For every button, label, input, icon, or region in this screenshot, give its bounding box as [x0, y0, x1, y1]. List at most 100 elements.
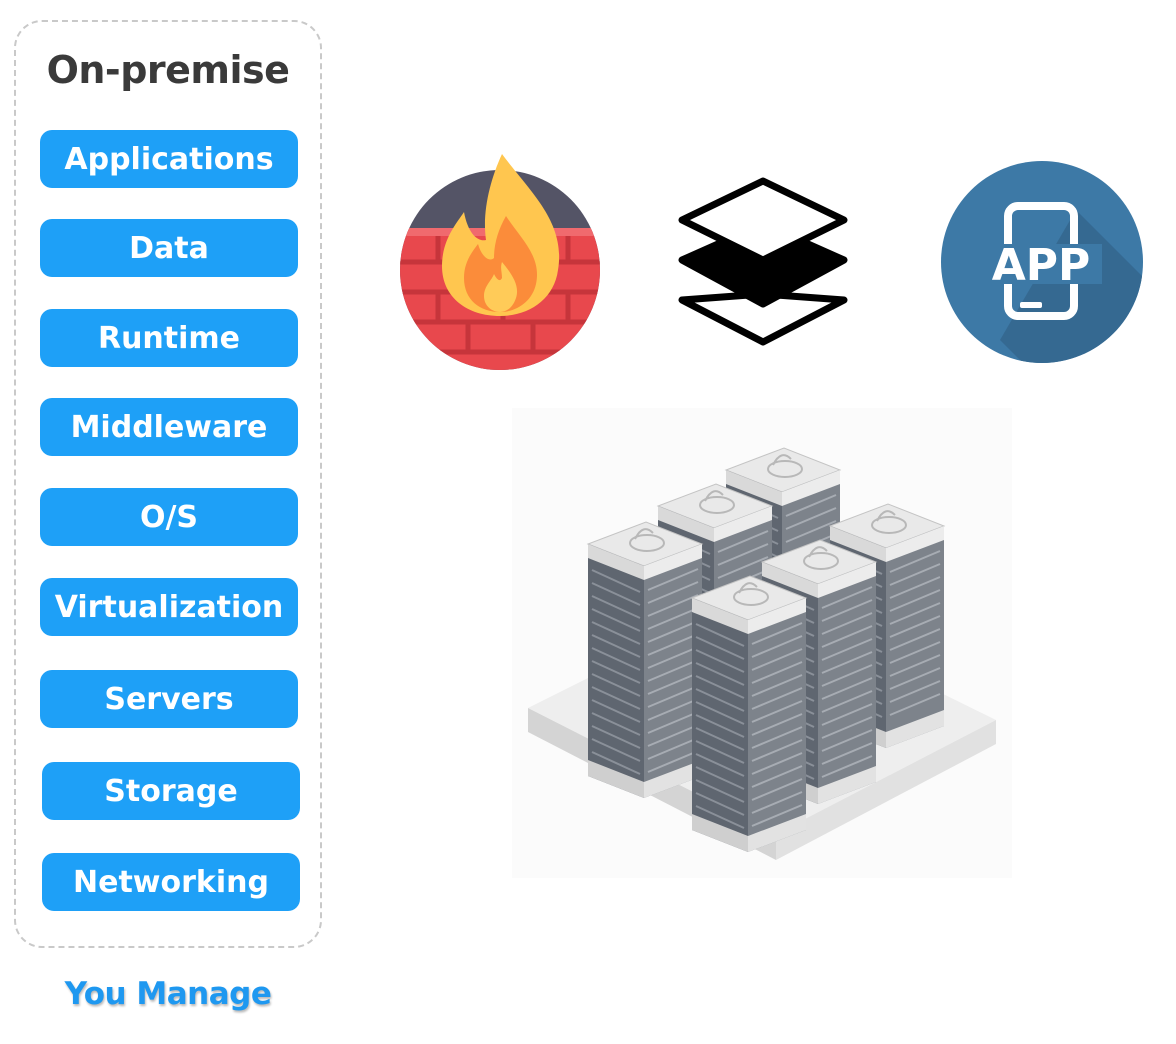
- rack-base: [644, 760, 702, 798]
- rack-base: [818, 766, 876, 804]
- rack-slot: [591, 686, 641, 710]
- on-premise-panel: [14, 20, 322, 948]
- rack-slot: [695, 779, 745, 803]
- rack-slot: [647, 607, 699, 630]
- rack-slot: [751, 752, 803, 775]
- app-icon-text: APP: [992, 240, 1091, 291]
- rack-slot: [695, 649, 745, 673]
- rack-slot: [889, 602, 941, 625]
- lock-icon: [803, 552, 839, 570]
- firewall-icon: [398, 152, 602, 376]
- rack-slot: [695, 792, 745, 816]
- rack-slot: [889, 693, 941, 716]
- rack-slot: [821, 651, 873, 674]
- rack-base: [886, 710, 944, 748]
- rack-slot: [647, 568, 699, 591]
- rack-slot: [751, 700, 803, 723]
- rack-slot: [647, 672, 699, 695]
- rack-slot: [695, 727, 745, 751]
- rack-slot: [889, 641, 941, 664]
- rack-rim: [748, 598, 806, 634]
- rack-slot: [889, 576, 941, 599]
- rack-slot: [647, 724, 699, 747]
- rack-slot: [591, 738, 641, 762]
- rack-slot: [751, 765, 803, 788]
- rack-slot: [821, 716, 873, 739]
- panel-title: On-premise: [46, 48, 290, 92]
- lock-shackle: [772, 454, 792, 466]
- lock-icon: [733, 588, 769, 606]
- rack-slot: [647, 659, 699, 682]
- rack-slot: [821, 612, 873, 635]
- rack-slot: [591, 725, 641, 749]
- rack-slot: [591, 673, 641, 697]
- rack-slot: [647, 620, 699, 643]
- rack-rim: [644, 544, 702, 580]
- rack-slot: [751, 635, 803, 658]
- rack-rim: [658, 506, 714, 542]
- lock-shackle: [704, 490, 724, 502]
- rack-slot: [821, 664, 873, 687]
- rack-slot: [647, 711, 699, 734]
- layer-data[interactable]: Data: [40, 219, 298, 277]
- rack-slot: [821, 638, 873, 661]
- rack-slot: [695, 714, 745, 738]
- rack-slot: [695, 805, 745, 829]
- lock-shackle: [634, 528, 654, 540]
- layer-storage[interactable]: Storage: [42, 762, 300, 820]
- rack-slot: [717, 556, 769, 579]
- rack-slot: [821, 677, 873, 700]
- layer-applications[interactable]: Applications: [40, 130, 298, 188]
- rack-slot: [821, 586, 873, 609]
- rack-slot: [591, 595, 641, 619]
- rack-rim: [818, 562, 876, 598]
- layers-icon: [676, 176, 850, 352]
- rack-slot: [821, 729, 873, 752]
- rack-rim: [782, 470, 840, 506]
- rack-slot: [785, 507, 837, 530]
- lock-icon: [767, 460, 803, 478]
- rack-slot: [889, 628, 941, 651]
- rack-slot: [821, 755, 873, 778]
- layer-servers[interactable]: Servers: [40, 670, 298, 728]
- you-manage-label: You Manage: [64, 976, 272, 1012]
- rack-slot: [821, 742, 873, 765]
- layer-virtualization[interactable]: Virtualization: [40, 578, 298, 636]
- rack-slot: [591, 712, 641, 736]
- rack-slot: [647, 737, 699, 760]
- rack-slot: [821, 625, 873, 648]
- rack-slot: [717, 543, 769, 566]
- rack-slot: [889, 667, 941, 690]
- rack-slot: [751, 622, 803, 645]
- layer-runtime[interactable]: Runtime: [40, 309, 298, 367]
- rack-slot: [785, 520, 837, 543]
- rack-slot: [821, 703, 873, 726]
- rack-slot: [751, 778, 803, 801]
- rack-slot: [695, 701, 745, 725]
- rack-rim: [692, 598, 748, 634]
- rack-slot: [647, 646, 699, 669]
- lock-shackle: [808, 546, 828, 558]
- rack-slot: [751, 661, 803, 684]
- app-icon: APP: [940, 160, 1144, 368]
- lock-shackle: [738, 582, 758, 594]
- layer-networking[interactable]: Networking: [42, 853, 300, 911]
- layer-middleware[interactable]: Middleware: [40, 398, 298, 456]
- rack-slot: [647, 750, 699, 773]
- rack-slot: [751, 687, 803, 710]
- rack-right-face: [818, 562, 876, 804]
- rack-slot: [695, 753, 745, 777]
- rack-slot: [695, 623, 745, 647]
- rack-slot: [889, 615, 941, 638]
- layer-os[interactable]: O/S: [40, 488, 298, 546]
- rack-slot: [591, 621, 641, 645]
- lock-icon: [871, 516, 907, 534]
- rack-slot: [717, 530, 769, 553]
- rack-slot: [751, 648, 803, 671]
- server-racks-icon: [512, 408, 1012, 882]
- rack-rim: [762, 562, 818, 598]
- rack-slot: [591, 582, 641, 606]
- rack-slot: [751, 791, 803, 814]
- rack-slot: [591, 569, 641, 593]
- rack-slot: [751, 726, 803, 749]
